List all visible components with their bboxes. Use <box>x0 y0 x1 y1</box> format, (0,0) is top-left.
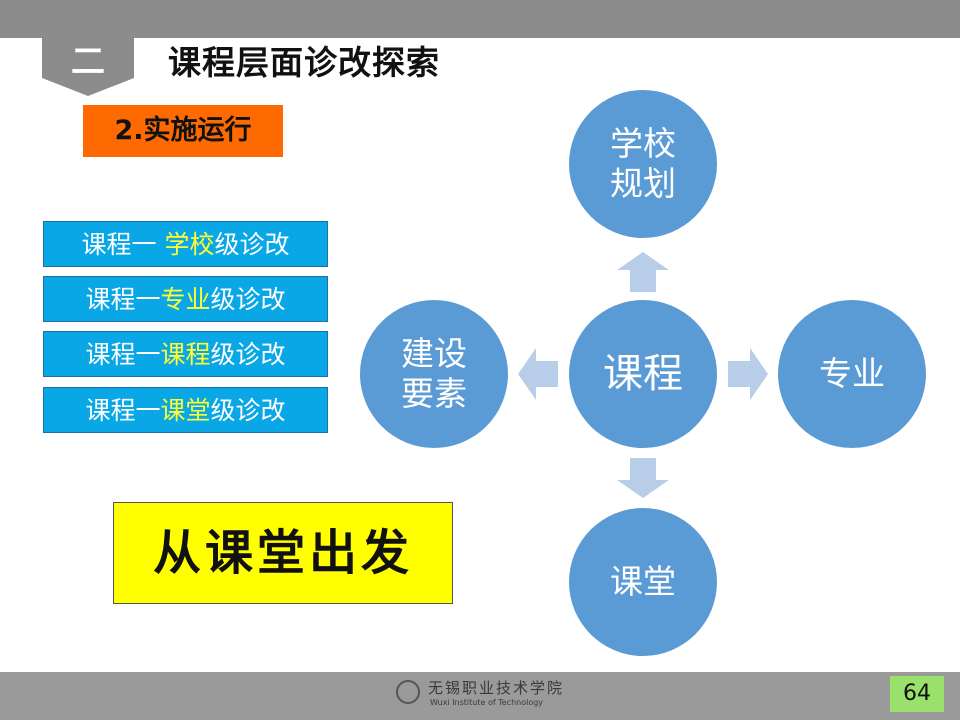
level-highlight: 学校 <box>164 230 215 259</box>
subtitle-badge: 2.实施运行 <box>83 105 283 157</box>
level-box-major: 课程一专业级诊改 <box>43 276 328 322</box>
level-prefix: 课程一 <box>85 285 161 314</box>
page-title: 课程层面诊改探索 <box>168 43 440 82</box>
node-classroom: 课堂 <box>569 508 717 656</box>
level-box-course: 课程一课程级诊改 <box>43 331 328 377</box>
level-prefix: 课程一 <box>85 340 161 369</box>
level-box-classroom: 课程一课堂级诊改 <box>43 387 328 433</box>
school-logo-icon <box>396 680 420 704</box>
level-prefix: 课程一 <box>81 230 165 259</box>
level-suffix: 级诊改 <box>210 340 286 369</box>
level-suffix: 级诊改 <box>214 230 290 259</box>
school-name-en: Wuxi Institute of Technology <box>430 698 544 707</box>
level-highlight: 课程 <box>160 340 211 369</box>
level-suffix: 级诊改 <box>210 285 286 314</box>
node-course: 课程 <box>569 300 717 448</box>
arrow-left-icon <box>518 348 558 400</box>
node-line: 要素 <box>401 374 467 413</box>
node-label: 专业 <box>819 354 885 393</box>
section-tab: 二 <box>42 38 134 98</box>
node-construction-elements: 建设要素 <box>360 300 508 448</box>
section-number: 二 <box>71 42 105 82</box>
level-suffix: 级诊改 <box>210 396 286 425</box>
level-prefix: 课程一 <box>85 396 161 425</box>
arrow-up-icon <box>617 252 669 292</box>
node-label: 课堂 <box>610 562 676 601</box>
node-line: 学校 <box>610 124 676 163</box>
arrow-right-icon <box>728 348 768 400</box>
page-number: 64 <box>890 676 944 712</box>
callout-box: 从课堂出发 <box>113 502 453 604</box>
top-bar <box>0 0 960 38</box>
node-major: 专业 <box>778 300 926 448</box>
school-name: 无锡职业技术学院 <box>428 679 565 697</box>
node-label: 课程 <box>603 351 683 397</box>
level-highlight: 课堂 <box>160 396 211 425</box>
level-highlight: 专业 <box>160 285 211 314</box>
node-school-planning: 学校规划 <box>569 90 717 238</box>
level-box-school: 课程一 学校级诊改 <box>43 221 328 267</box>
arrow-down-icon <box>617 458 669 498</box>
node-line: 规划 <box>610 164 676 203</box>
node-line: 建设 <box>401 334 467 373</box>
bottom-bar <box>0 672 960 720</box>
